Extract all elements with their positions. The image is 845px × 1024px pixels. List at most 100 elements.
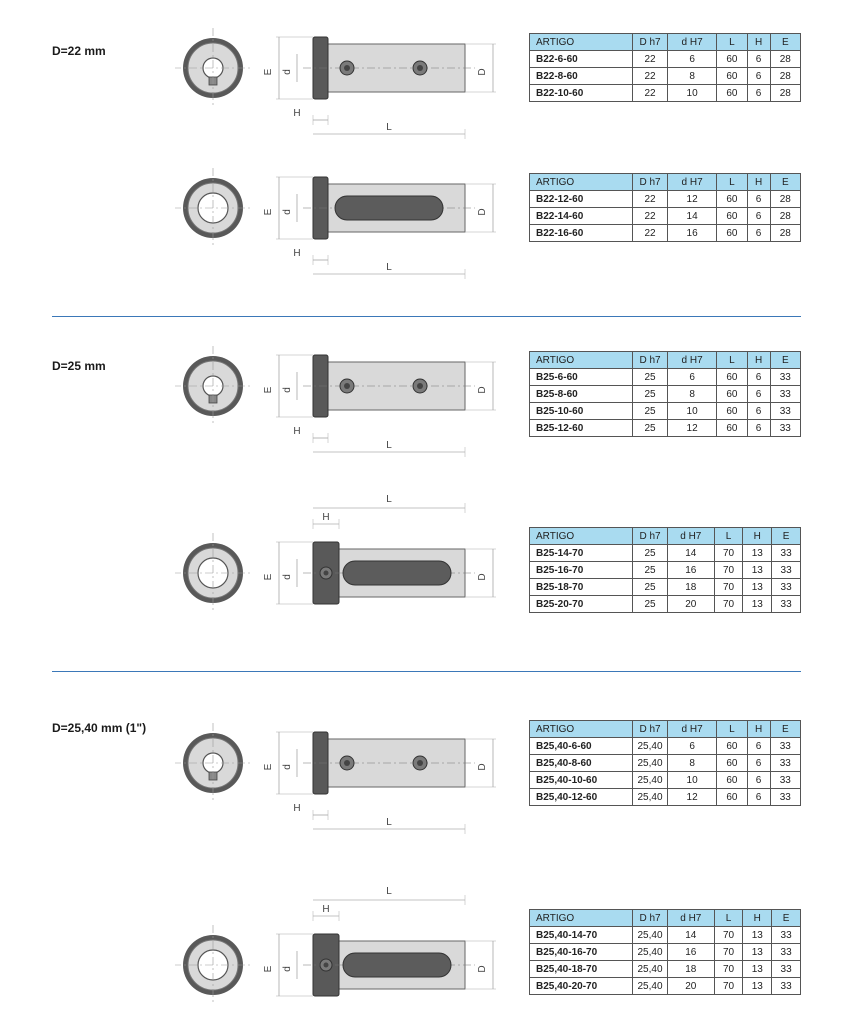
clamping-slot <box>342 952 452 978</box>
table-cell: 13 <box>742 943 773 961</box>
table-cell: 33 <box>769 771 802 789</box>
table-cell: 22 <box>632 84 668 102</box>
dimension-label-d: d <box>282 69 293 75</box>
table-cell: 22 <box>632 207 668 225</box>
table-cell: 70 <box>713 544 744 562</box>
screw-hole-center <box>344 65 350 71</box>
table-cell: 6 <box>746 419 771 437</box>
table-cell: 33 <box>771 977 801 995</box>
screw-hole-center <box>417 65 423 71</box>
column-header: d H7 <box>666 33 718 51</box>
table-cell: 25 <box>632 368 668 386</box>
table-cell: 25 <box>632 419 668 437</box>
table-cell: 10 <box>666 84 718 102</box>
table-cell: 22 <box>632 224 668 242</box>
article-code: B22-10-60 <box>529 84 633 102</box>
table-cell: 25 <box>632 385 668 403</box>
table-cell: 6 <box>746 754 771 772</box>
table-cell: 6 <box>746 207 771 225</box>
table-cell: 33 <box>771 578 801 596</box>
table-cell: 6 <box>666 737 718 755</box>
screw-hole-center <box>417 760 423 766</box>
column-header: L <box>716 720 748 738</box>
article-code: B25,40-12-60 <box>529 788 633 806</box>
article-code: B25,40-6-60 <box>529 737 633 755</box>
article-code: B25-18-70 <box>529 578 633 596</box>
table-cell: 14 <box>667 544 715 562</box>
dimension-label-d: d <box>282 574 293 580</box>
table-cell: 20 <box>667 595 715 613</box>
column-header: H <box>746 33 771 51</box>
column-header: D h7 <box>632 173 668 191</box>
table-cell: 6 <box>746 190 771 208</box>
column-header: E <box>771 527 801 545</box>
table-cell: 28 <box>769 84 802 102</box>
article-code: B22-6-60 <box>529 50 633 68</box>
section-label-d22: D=22 mm <box>52 44 106 58</box>
table-cell: 25,40 <box>632 788 668 806</box>
table-cell: 33 <box>769 385 802 403</box>
table-cell: 28 <box>769 67 802 85</box>
table-cell: 25 <box>632 561 668 579</box>
column-header: H <box>742 527 773 545</box>
table-cell: 13 <box>742 977 773 995</box>
table-cell: 60 <box>716 737 748 755</box>
table-cell: 60 <box>716 754 748 772</box>
screw-hole-center <box>417 383 423 389</box>
column-header: L <box>713 909 744 927</box>
table-cell: 13 <box>742 595 773 613</box>
table-cell: 25,40 <box>632 926 668 944</box>
dimension-label-L: L <box>386 817 392 828</box>
column-header: d H7 <box>667 527 715 545</box>
clamping-slot <box>334 195 444 221</box>
dimension-label-E: E <box>263 68 274 75</box>
table-cell: 60 <box>716 771 748 789</box>
table-cell: 70 <box>713 926 744 944</box>
dimension-label-H: H <box>293 108 300 119</box>
dimension-label-E: E <box>263 965 274 972</box>
table-cell: 70 <box>713 595 744 613</box>
table-cell: 33 <box>769 754 802 772</box>
dimension-label-H: H <box>293 248 300 259</box>
article-code: B22-16-60 <box>529 224 633 242</box>
dimension-label-E: E <box>263 386 274 393</box>
table-cell: 6 <box>746 67 771 85</box>
table-cell: 6 <box>746 737 771 755</box>
table-cell: 70 <box>713 943 744 961</box>
dimension-label-L: L <box>386 494 392 505</box>
dimension-label-E: E <box>263 763 274 770</box>
table-cell: 25 <box>632 595 668 613</box>
table-cell: 6 <box>746 771 771 789</box>
column-header: d H7 <box>666 173 718 191</box>
article-code: B22-14-60 <box>529 207 633 225</box>
table-cell: 33 <box>771 926 801 944</box>
column-header: D h7 <box>632 33 668 51</box>
dimension-label-D: D <box>477 386 488 393</box>
table-cell: 60 <box>716 190 748 208</box>
article-code: B25-12-60 <box>529 419 633 437</box>
column-header: H <box>746 351 771 369</box>
table-cell: 22 <box>632 50 668 68</box>
dimension-label-D: D <box>477 965 488 972</box>
table-cell: 33 <box>769 402 802 420</box>
dimension-label-L: L <box>386 440 392 451</box>
table-cell: 10 <box>666 402 718 420</box>
table-cell: 14 <box>667 926 715 944</box>
table-cell: 13 <box>742 926 773 944</box>
